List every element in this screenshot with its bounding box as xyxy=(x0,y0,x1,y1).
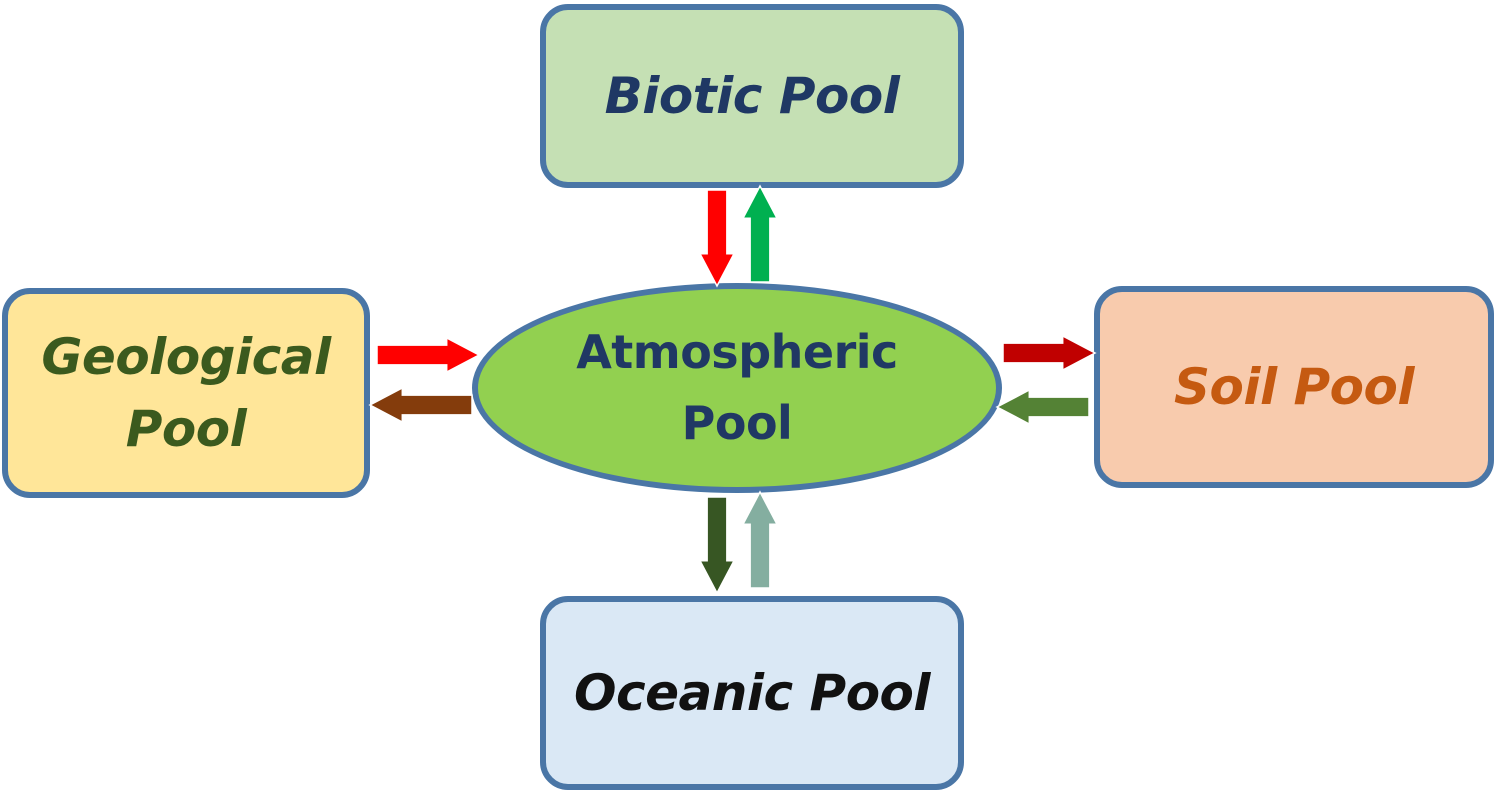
arrow-atmospheric-to-geological xyxy=(368,386,473,424)
biotic-pool-label: Biotic Pool xyxy=(604,66,900,125)
atmospheric-pool-ellipse: Atmospheric Pool xyxy=(472,283,1002,493)
oceanic-pool-box: Oceanic Pool xyxy=(540,596,964,790)
arrow-soil-to-atmospheric xyxy=(995,388,1090,426)
arrow-atmospheric-to-biotic xyxy=(741,184,779,283)
arrow-atmospheric-to-soil xyxy=(1002,334,1097,372)
biotic-pool-box: Biotic Pool xyxy=(540,4,964,188)
arrow-oceanic-to-atmospheric xyxy=(741,490,779,589)
atmospheric-pool-label: Atmospheric Pool xyxy=(576,324,898,450)
arrow-geological-to-atmospheric xyxy=(376,336,481,374)
oceanic-pool-label: Oceanic Pool xyxy=(573,663,931,722)
arrow-biotic-to-atmospheric xyxy=(698,189,736,288)
arrow-atmospheric-to-oceanic xyxy=(698,496,736,595)
geological-pool-box: Geological Pool xyxy=(2,288,370,498)
soil-pool-label: Soil Pool xyxy=(1173,357,1415,416)
soil-pool-box: Soil Pool xyxy=(1094,286,1494,488)
geological-pool-label: Geological Pool xyxy=(41,327,331,459)
